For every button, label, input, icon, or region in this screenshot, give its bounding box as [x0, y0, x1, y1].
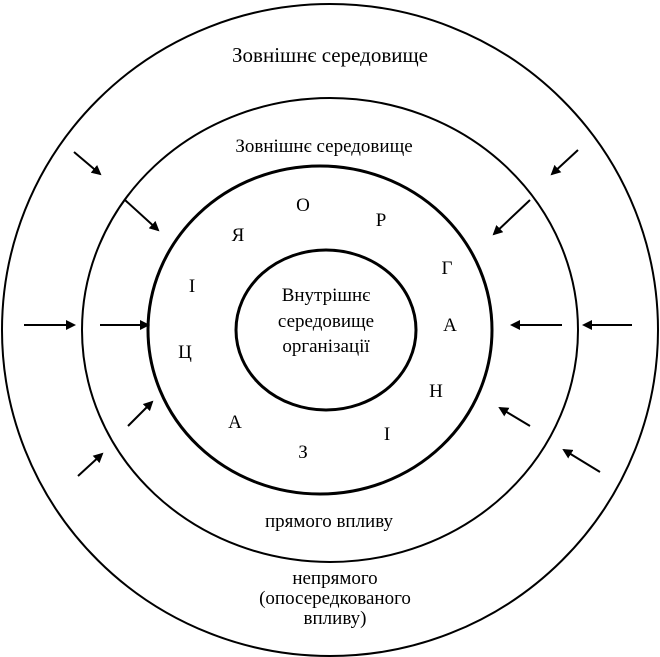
ring-letter: А: [443, 315, 457, 336]
middle-ring: [81, 97, 579, 563]
ring-letter: О: [296, 195, 310, 216]
arrow-icon: [562, 448, 601, 473]
ring-letter: І: [189, 276, 195, 297]
outer-caption-line-2: (опосередкованого: [259, 588, 411, 609]
influence-arrows: [24, 149, 632, 477]
center-label-line-2: середовище: [278, 311, 374, 332]
center-label-line-1: Внутрішнє: [282, 285, 371, 306]
arrow-icon: [73, 151, 102, 176]
outer-caption-line-3: впливу): [304, 608, 367, 629]
ring-letter: Ц: [178, 342, 192, 363]
ring-letter: І: [384, 424, 390, 445]
ring-letter: Р: [376, 210, 387, 231]
arrow-icon: [498, 406, 531, 427]
ring-letter: Г: [442, 258, 453, 279]
arrow-icon: [77, 452, 104, 477]
organization-ring: [146, 164, 494, 496]
outer-environment-label: Зовнішнє середовище: [232, 43, 428, 67]
arrow-icon: [550, 149, 579, 176]
middle-environment-label: Зовнішнє середовище: [235, 136, 412, 157]
ring-letter: Н: [429, 381, 443, 402]
outer-ring: [1, 3, 659, 657]
ring-letter: А: [228, 412, 242, 433]
ring-letter: З: [298, 442, 308, 463]
center-label-line-3: організації: [282, 336, 370, 357]
arrow-icon: [124, 199, 160, 232]
outer-caption-line-1: непрямого: [292, 568, 377, 589]
middle-caption: прямого впливу: [265, 511, 394, 532]
ring-letter: Я: [232, 225, 245, 246]
inner-ring: [234, 248, 418, 412]
arrow-icon: [127, 400, 154, 427]
arrow-icon: [492, 199, 531, 236]
